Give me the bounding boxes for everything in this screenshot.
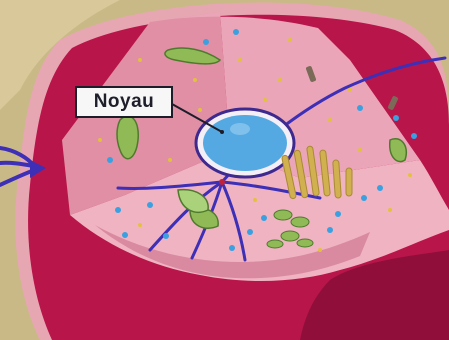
nucleus-label-box: Noyau (75, 86, 173, 118)
nucleus-label: Noyau (94, 91, 155, 113)
nucleus-icon (203, 115, 287, 171)
nucleolus-icon (230, 123, 250, 135)
label-leader-dot (220, 130, 224, 134)
centrosome-icon (219, 179, 225, 185)
